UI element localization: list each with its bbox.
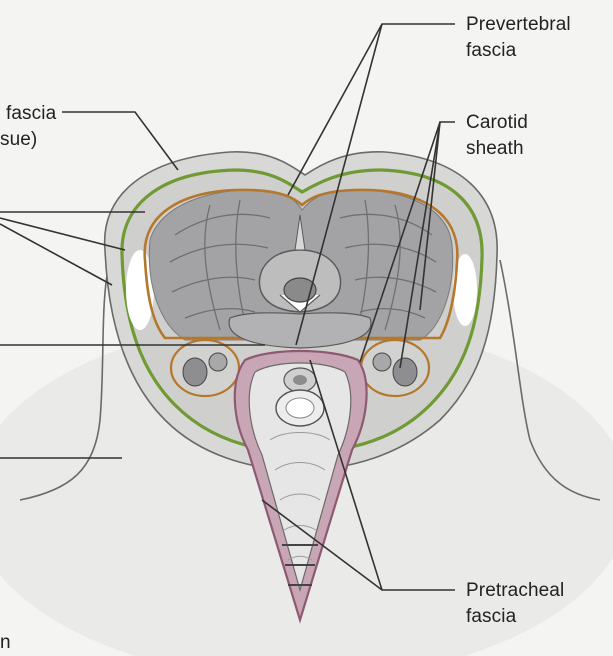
trachea xyxy=(276,390,324,426)
label-carotid-line1: Carotid xyxy=(466,110,528,135)
esophagus xyxy=(284,368,316,392)
label-pretracheal-line1: Pretracheal xyxy=(466,578,564,603)
label-pretracheal-line2: fascia xyxy=(466,604,516,629)
label-fascia-left-line1: fascia xyxy=(6,101,56,126)
right-carotid-sheath xyxy=(361,340,429,396)
left-carotid-sheath xyxy=(171,340,239,396)
label-fascia-left-line2: sue) xyxy=(0,127,37,152)
label-prevertebral-line1: Prevertebral xyxy=(466,12,571,37)
leader-investing-fascia xyxy=(62,112,178,170)
label-prevertebral-line2: fascia xyxy=(466,38,516,63)
label-carotid-line2: sheath xyxy=(466,136,524,161)
label-left-bottom: n xyxy=(0,630,11,655)
